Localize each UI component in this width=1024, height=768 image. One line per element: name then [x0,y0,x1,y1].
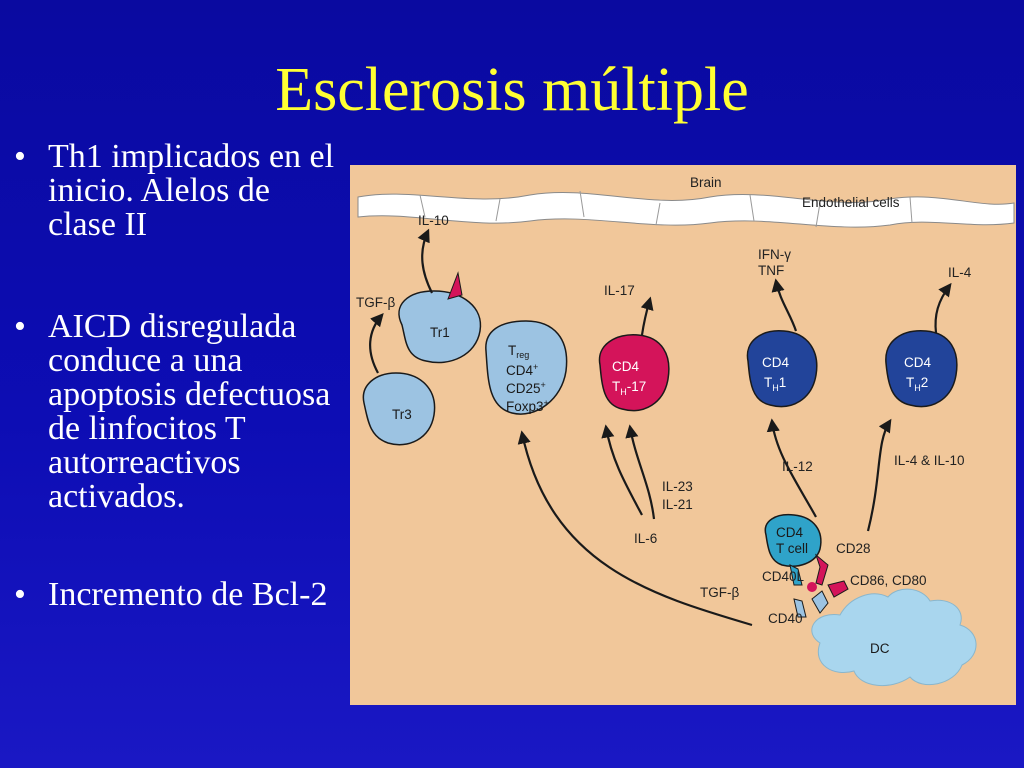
bullet-marker: • [14,138,26,175]
th2-cell [885,330,958,408]
t-cell-label-tcell: T cell [776,541,808,556]
th2-label-th: TH2 [906,375,928,393]
arrow-il23-th17 [625,424,656,520]
dc-cell [811,588,977,687]
cd28-label: CD28 [836,541,871,556]
cd40l-receptor [789,564,803,586]
cd86-cd80-receptor [827,580,849,598]
peptide-mhc-dot [807,582,817,592]
arrow-il12-th1 [766,418,817,518]
bullet-item: • Incremento de Bcl-2 [14,578,344,612]
bullet-item: • Th1 implicados en el inicio. Alelos de… [14,140,344,242]
treg-label-cd25: CD25+ [506,380,546,396]
arrow-th17-il17 [640,296,654,336]
il17-label: IL-17 [604,283,635,298]
endothelial-label: Endothelial cells [802,195,900,210]
il12-label: IL-12 [782,459,813,474]
il4-il10-label: IL-4 & IL-10 [894,453,965,468]
ms-immunology-diagram: Brain Endothelial cells Tr1 IL-10 Tr3 TG… [350,165,1016,705]
bullet-list: • Th1 implicados en el inicio. Alelos de… [14,140,344,612]
tr1-receptor [447,271,463,300]
th1-label-th: TH1 [764,375,786,393]
th1-cell [746,330,818,408]
cd28-receptor [814,553,829,586]
mhc-receptor [811,590,829,614]
endothelial-cell-borders [419,190,913,228]
tr1-cell [398,290,482,364]
treg-cell [485,320,568,415]
tgfb-top-label: TGF-β [356,295,395,310]
cd40-receptor [793,598,807,618]
arrow-il6-th17 [601,424,643,516]
arrow-dc-treg [517,430,753,627]
th17-label-th: TH-17 [612,379,646,397]
il10-label: IL-10 [418,213,449,228]
th1-label-cd4: CD4 [762,355,789,370]
th17-cell [598,334,670,412]
slide-title: Esclerosis múltiple [275,56,749,124]
tr3-cell [362,372,436,446]
il6-label: IL-6 [634,531,657,546]
t-cell [764,513,822,567]
dc-label: DC [870,641,890,656]
treg-label-foxp3: Foxp3+ [506,398,549,414]
th17-label-cd4: CD4 [612,359,639,374]
th2-label-cd4: CD4 [904,355,931,370]
il21-label: IL-21 [662,497,693,512]
cd86-cd80-label: CD86, CD80 [850,573,927,588]
ifn-label: IFN-γ [758,247,791,262]
diagram-canvas: Brain Endothelial cells Tr1 IL-10 Tr3 TG… [356,175,1015,687]
arrow-il4il10-th2 [866,418,892,532]
il23-label: IL-23 [662,479,693,494]
tgfb-bottom-label: TGF-β [700,585,739,600]
treg-label-t: Treg [508,343,529,360]
tr1-label: Tr1 [430,325,450,340]
arrow-tr3-tgfb [369,313,384,374]
tnf-label: TNF [758,263,784,278]
treg-label-cd4: CD4+ [506,362,538,378]
arrow-th1-ifn [771,278,798,332]
bullet-text: AICD disregulada conduce a una apoptosis… [48,308,331,515]
arrow-th2-il4 [934,282,952,334]
tr3-label: Tr3 [392,407,412,422]
il4-label: IL-4 [948,265,972,280]
endothelial-layer [357,192,1015,228]
t-cell-label-cd4: CD4 [776,525,803,540]
bullet-text: Incremento de Bcl-2 [48,576,328,613]
bullet-item: • AICD disregulada conduce a una apoptos… [14,310,344,514]
bullet-marker: • [14,308,26,345]
bullet-text: Th1 implicados en el inicio. Alelos de c… [48,138,335,243]
cd40-label: CD40 [768,611,803,626]
cd40l-label: CD40L [762,569,805,584]
brain-label: Brain [690,175,722,190]
bullet-marker: • [14,576,26,613]
arrow-tr1-il10 [417,228,433,294]
